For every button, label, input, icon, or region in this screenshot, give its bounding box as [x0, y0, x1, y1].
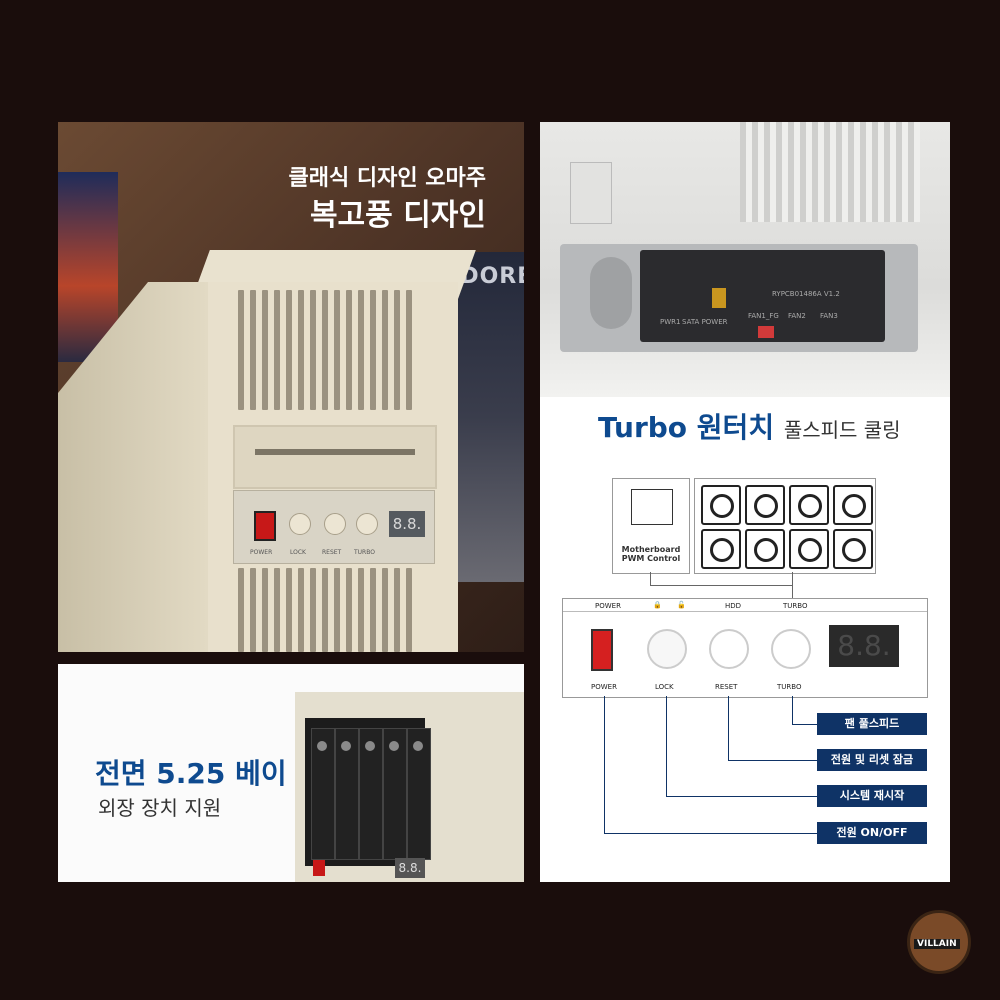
- lock-button[interactable]: [289, 513, 311, 535]
- power-led-label: POWER: [595, 602, 621, 610]
- fan-icon: [789, 529, 829, 569]
- upper-vents: [238, 290, 412, 410]
- turbo-button[interactable]: [356, 513, 378, 535]
- mini-segment-display: 8.8.: [395, 858, 425, 878]
- front-control-panel: 8.8. POWER LOCK RESET TURBO: [233, 490, 435, 564]
- pcb-model: RYPCB01486A V1.2: [772, 290, 840, 298]
- lower-vents: [238, 568, 412, 652]
- reset-label: RESET: [322, 549, 342, 556]
- callout-line: [604, 696, 605, 834]
- callout-line: [792, 724, 818, 725]
- connector-line: [650, 585, 792, 586]
- hdd-led-label: HDD: [725, 602, 742, 610]
- unlock-icon: 🔓: [677, 601, 686, 609]
- fan-icon: [833, 529, 873, 569]
- turbo-title-sub: 풀스피드 쿨링: [783, 418, 901, 442]
- pcb-label: PWR1: [660, 318, 681, 326]
- case-clip: [570, 162, 612, 224]
- segment-display: 8.8.: [389, 511, 425, 537]
- motherboard-icon: [631, 489, 673, 525]
- callout-power-onoff: 전원 ON/OFF: [817, 822, 927, 844]
- bracket-hole: [590, 257, 632, 329]
- drive-bay: [311, 728, 335, 860]
- drive-slot: [255, 449, 415, 455]
- reset-button-diagram[interactable]: [709, 629, 749, 669]
- fan-icon: [701, 529, 741, 569]
- red-connector: [758, 326, 774, 338]
- fan-hub-pcb: RYPCB01486A V1.2 PWR1 SATA POWER FAN1_FG…: [640, 250, 885, 342]
- drive-bay: [383, 728, 407, 860]
- callout-system-restart: 시스템 재시작: [817, 785, 927, 807]
- bay-subheading: 외장 장치 지원: [98, 796, 222, 820]
- turbo-switch: [712, 288, 726, 308]
- fans-box: [694, 478, 876, 574]
- power-button-label: POWER: [591, 683, 617, 691]
- floppy-drive: [233, 425, 437, 489]
- callout-line: [666, 796, 818, 797]
- front-panel-diagram: POWER 🔒 🔓 HDD TURBO 8.8. POWER LOCK RESE…: [562, 598, 928, 698]
- fan-icon: [745, 485, 785, 525]
- bay-heading: 전면 5.25 베이: [95, 757, 287, 790]
- callout-line: [728, 696, 729, 760]
- turbo-button-label: TURBO: [777, 683, 802, 691]
- turbo-panel: RYPCB01486A V1.2 PWR1 SATA POWER FAN1_FG…: [540, 122, 950, 882]
- fan-icon: [701, 485, 741, 525]
- rear-vents: [740, 122, 920, 222]
- drive-bay: [407, 728, 431, 860]
- drive-bay: [335, 728, 359, 860]
- lock-icon: 🔒: [653, 601, 662, 609]
- reset-button-label: RESET: [715, 683, 738, 691]
- pcb-label: FAN2: [788, 312, 806, 320]
- poster-image: [58, 172, 118, 362]
- pcb-label: FAN1_FG: [748, 312, 779, 320]
- bay-panel: 전면 5.25 베이 외장 장치 지원 8.8.: [58, 664, 524, 882]
- callout-power-reset-lock: 전원 및 리셋 잠금: [817, 749, 927, 771]
- fan-icon: [789, 485, 829, 525]
- logo-text: VILLAIN: [914, 939, 960, 949]
- retro-case: 8.8. POWER LOCK RESET TURBO: [58, 250, 476, 652]
- turbo-title-main: Turbo 원터치: [598, 411, 775, 444]
- villain-logo: VILLAIN: [907, 910, 971, 974]
- callout-line: [728, 760, 818, 761]
- case-side: [58, 282, 208, 652]
- callout-line: [604, 833, 818, 834]
- callout-line: [792, 696, 793, 724]
- motherboard-label: Motherboard PWM Control: [621, 545, 681, 563]
- reset-button[interactable]: [324, 513, 346, 535]
- turbo-title: Turbo 원터치 풀스피드 쿨링: [598, 406, 901, 446]
- lock-button-label: LOCK: [655, 683, 674, 691]
- pcb-photo: RYPCB01486A V1.2 PWR1 SATA POWER FAN1_FG…: [540, 122, 950, 397]
- fan-icon: [833, 485, 873, 525]
- pcb-label: SATA POWER: [682, 318, 728, 326]
- classic-tagline: 클래식 디자인 오마주: [288, 166, 486, 191]
- bay-case-image: 8.8.: [295, 692, 524, 882]
- power-label: POWER: [250, 549, 273, 556]
- classic-heading: 복고풍 디자인: [309, 198, 486, 233]
- turbo-button-diagram[interactable]: [771, 629, 811, 669]
- drive-bay: [359, 728, 383, 860]
- segment-display-diagram: 8.8.: [829, 625, 899, 667]
- motherboard-box: Motherboard PWM Control: [612, 478, 690, 574]
- mini-power-switch: [313, 860, 325, 876]
- turbo-label: TURBO: [354, 549, 375, 556]
- power-switch-diagram[interactable]: [591, 629, 613, 671]
- callout-line: [666, 696, 667, 796]
- turbo-led-label: TURBO: [783, 602, 808, 610]
- panel-divider: [563, 611, 927, 612]
- fan-icon: [745, 529, 785, 569]
- classic-design-panel: COMMODORE 8.8. POWER LOCK RESET TURBO 클래…: [58, 122, 524, 652]
- pcb-label: FAN3: [820, 312, 838, 320]
- connector-line: [650, 572, 651, 586]
- lock-key-diagram[interactable]: [647, 629, 687, 669]
- lock-label: LOCK: [290, 549, 306, 556]
- power-switch[interactable]: [254, 511, 276, 541]
- callout-fan-fullspeed: 팬 풀스피드: [817, 713, 927, 735]
- connector-line: [792, 572, 793, 598]
